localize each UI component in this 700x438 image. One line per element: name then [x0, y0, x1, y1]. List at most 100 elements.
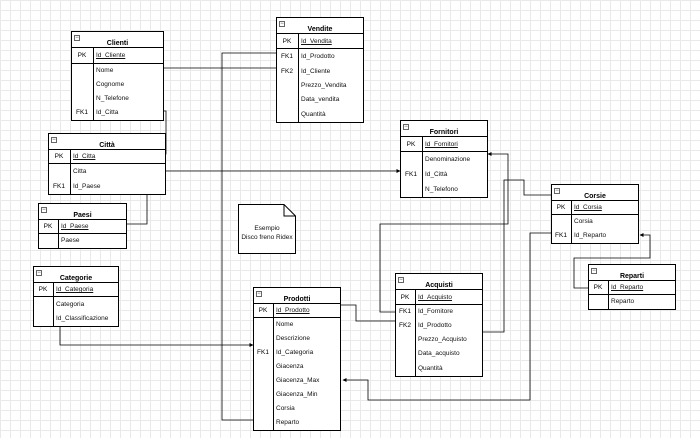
field-row-quantita[interactable]: Quantità	[396, 361, 482, 376]
key-label: PK	[282, 38, 292, 45]
collapse-icon[interactable]: −	[403, 124, 409, 130]
key-label: FK1	[405, 171, 417, 178]
entity-header[interactable]: − Categorie	[34, 267, 118, 283]
collapse-icon[interactable]: −	[591, 268, 597, 274]
key-label	[277, 93, 297, 107]
collapse-icon[interactable]: −	[36, 270, 42, 276]
key-label	[34, 312, 52, 326]
key-label	[254, 374, 272, 388]
field-row-categoria[interactable]: Categoria	[34, 297, 118, 312]
rel-acquisti-fornitori[interactable]	[379, 152, 509, 313]
field-row-id-classificazione[interactable]: Id_Classificazione	[34, 312, 118, 326]
note-shape[interactable]: Esempio Disco freno Ridex	[238, 204, 296, 254]
field-row-paese[interactable]: Paese	[39, 234, 126, 248]
field-row-nome[interactable]: Nome	[72, 64, 163, 78]
collapse-icon[interactable]: −	[279, 21, 285, 27]
field-row-quantita[interactable]: Quantità	[277, 107, 363, 122]
collapse-icon[interactable]: −	[51, 137, 57, 143]
field-name: Id_Prodotto	[276, 307, 310, 314]
entity-header[interactable]: −Città	[49, 134, 165, 150]
field-name: Giacenza_Max	[276, 377, 320, 384]
field-name: Quantità	[301, 111, 326, 118]
rel-categorie-prodotti[interactable]	[59, 322, 254, 347]
rel-prodotti-acquisti[interactable]	[341, 304, 395, 322]
field-row-n-telefone[interactable]: N_Telefone	[72, 92, 163, 106]
field-row-giacenza[interactable]: Giacenza	[254, 360, 340, 374]
entity-title: Corsie	[584, 193, 606, 200]
field-row-prezzo-vendita[interactable]: Prezzo_Vendita	[277, 79, 363, 93]
field-row-data-vendita[interactable]: Data_vendita	[277, 93, 363, 107]
field-row-data-acquisto[interactable]: Data_acquisto	[396, 347, 482, 361]
collapse-icon[interactable]: −	[398, 277, 404, 283]
entity-header[interactable]: −Vendite	[277, 18, 363, 34]
entity-header[interactable]: − Corsie	[552, 185, 638, 201]
field-row-denominazione[interactable]: Denominazione	[401, 152, 487, 167]
entity-title: Categorie	[59, 275, 93, 282]
rel-corsie-acquisti[interactable]	[483, 179, 551, 333]
field-row-giacenza-min[interactable]: Giacenza_Min	[254, 388, 340, 402]
field-name: Id_Categoria	[56, 286, 94, 293]
field-name: Corsia	[276, 405, 295, 412]
collapse-icon[interactable]: −	[554, 188, 560, 194]
entity-header[interactable]: −Reparti	[589, 265, 675, 281]
rel-corsie-prodotti[interactable]	[342, 232, 551, 401]
collapse-icon[interactable]: −	[256, 291, 262, 297]
collapse-icon[interactable]: −	[74, 35, 80, 41]
entity-header[interactable]: −Clienti	[72, 32, 163, 48]
key-column-divider	[571, 201, 572, 243]
field-row-reparto[interactable]: Reparto	[589, 295, 675, 309]
field-row-n-telefono[interactable]: N_Telefono	[401, 182, 487, 197]
entity-header[interactable]: −Fornitori	[401, 121, 487, 137]
field-name: Giacenza_Min	[276, 391, 318, 398]
rel-vendite-prodotti[interactable]	[221, 52, 276, 421]
entity-header[interactable]: −Acquisti	[396, 274, 482, 290]
field-row-reparto[interactable]: Reparto	[254, 416, 340, 430]
key-label	[254, 360, 272, 374]
field-row-corsia[interactable]: Corsia	[254, 402, 340, 416]
entity-header[interactable]: −Paesi	[39, 204, 126, 220]
entity-title: Prodotti	[283, 296, 311, 303]
rel-reparti-corsie[interactable]	[573, 233, 651, 289]
entity-header[interactable]: − Prodotti	[254, 288, 340, 304]
field-row-corsia[interactable]: Corsia	[552, 215, 638, 229]
field-name: Prezzo_Vendita	[301, 82, 347, 89]
key-label: FK2	[399, 322, 411, 329]
field-name: Reparto	[276, 419, 300, 426]
field-row-cognome[interactable]: Cognome	[72, 78, 163, 92]
field-row-descrizione[interactable]: Descrizione	[254, 332, 340, 346]
field-row-giacenza-max[interactable]: Giacenza_Max	[254, 374, 340, 388]
field-row-citta[interactable]: Citta	[49, 164, 165, 179]
field-row-prezzo-acquisto[interactable]: Prezzo_Acquisto	[396, 333, 482, 347]
field-row-nome[interactable]: Nome	[254, 318, 340, 332]
collapse-icon[interactable]: −	[41, 207, 47, 213]
